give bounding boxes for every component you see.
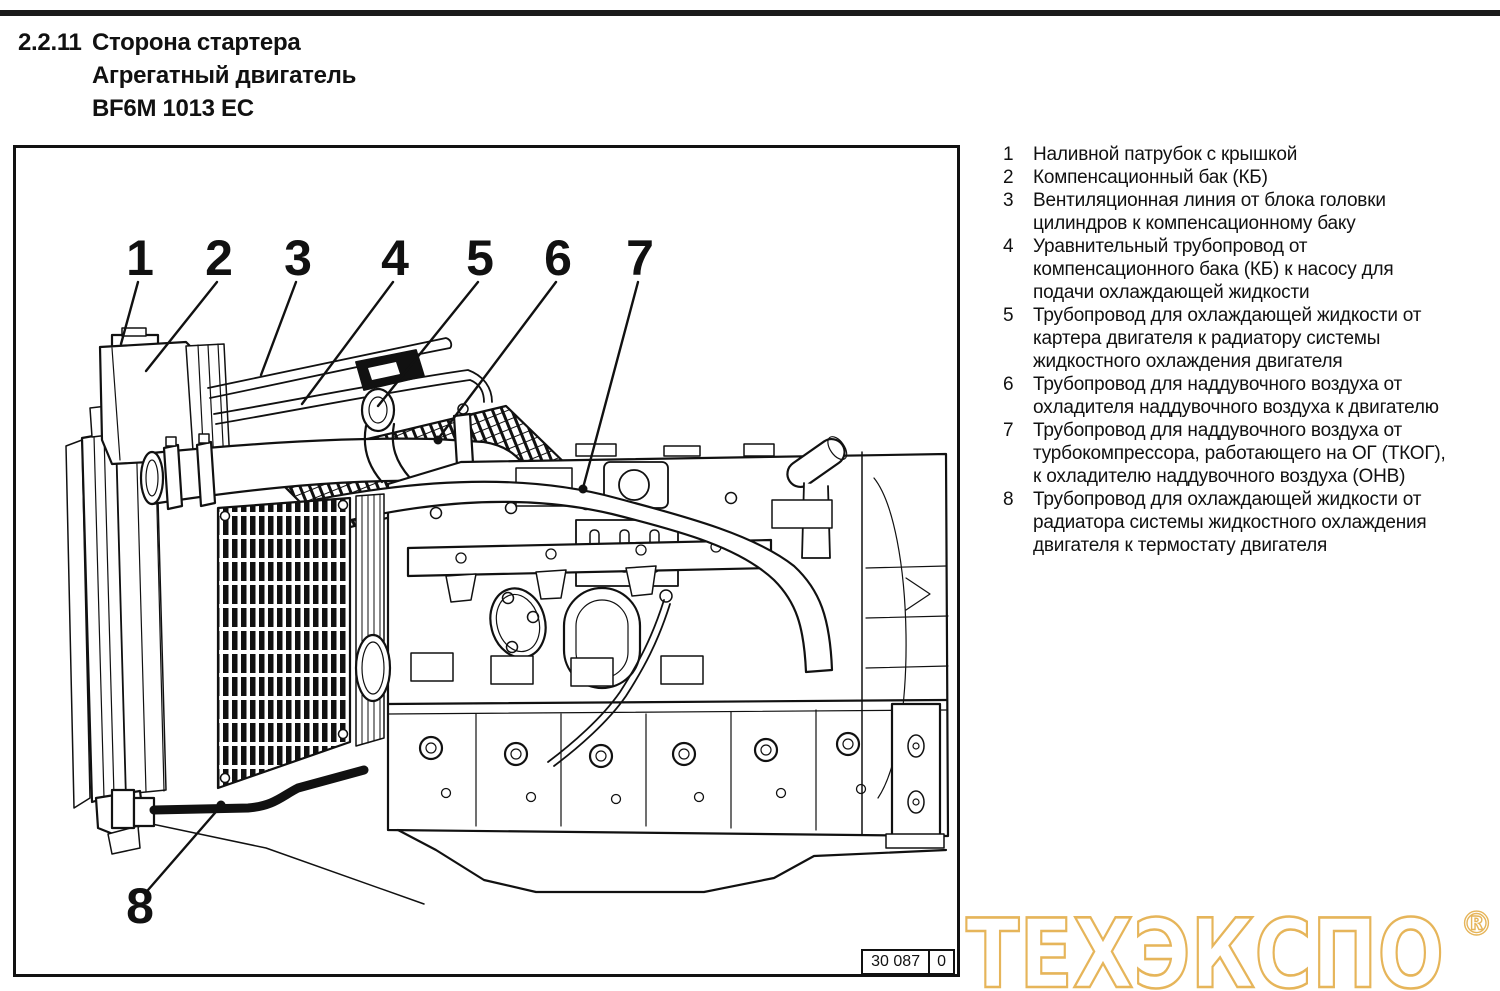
figure-number: 30 087 — [871, 953, 921, 970]
legend-item-text: Трубопровод для охлаждающей жидкости от … — [1033, 305, 1422, 372]
legend-item-4: 4 Уравнительный трубопровод от компенсац… — [1003, 235, 1495, 304]
legend-item-text: Трубопровод для охлаждающей жидкости от … — [1033, 489, 1427, 556]
legend-item-6: 6 Трубопровод для наддувочного воздуха о… — [1003, 373, 1495, 419]
callout-label-8: 8 — [126, 878, 154, 934]
legend-item-number: 4 — [1003, 236, 1014, 257]
legend-item-number: 8 — [1003, 489, 1014, 510]
engine-diagram: 1 2 3 4 5 6 7 8 — [65, 230, 950, 934]
coolant-elbow-pipe — [360, 387, 412, 484]
top-rule — [0, 10, 1500, 16]
callout-label-2: 2 — [205, 230, 233, 286]
oil-pan — [113, 815, 948, 905]
heading-indent — [18, 92, 92, 125]
legend-item-text: Трубопровод для наддувочного воздуха от … — [1033, 374, 1439, 418]
legend-item-5: 5 Трубопровод для охлаждающей жидкости о… — [1003, 304, 1495, 373]
figure-revision: 0 — [928, 951, 953, 973]
legend-item-3: 3 Вентиляционная линия от блока головки … — [1003, 189, 1495, 235]
engine-model: BF6M 1013 EC — [92, 95, 254, 122]
leader-dots — [216, 435, 588, 810]
figure-number-box: 30 087 0 — [861, 949, 955, 975]
section-title: Сторона стартера — [92, 29, 301, 56]
section-subtitle: Агрегатный двигатель — [92, 62, 357, 89]
legend-list: 1 Наливной патрубок с крышкой 2 Компенса… — [1003, 143, 1495, 557]
callout-leaders — [119, 280, 640, 892]
legend-item-text: Уравнительный трубопровод от компенсацио… — [1033, 236, 1394, 303]
legend-item-number: 7 — [1003, 420, 1014, 441]
callout-label-4: 4 — [381, 230, 409, 286]
legend-item-number: 6 — [1003, 374, 1014, 395]
legend-item-8: 8 Трубопровод для охлаждающей жидкости о… — [1003, 488, 1495, 557]
legend-item-7: 7 Трубопровод для наддувочного воздуха о… — [1003, 419, 1495, 488]
callout-label-5: 5 — [466, 230, 494, 286]
vent-and-equalizing-pipes — [207, 337, 493, 425]
section-number: 2.2.11 — [18, 29, 82, 56]
section-heading: 2.2.11 Сторона стартера Агрегатный двига… — [18, 26, 356, 125]
callout-label-6: 6 — [544, 230, 572, 286]
heading-indent — [18, 59, 92, 92]
legend-item-text: Вентиляционная линия от блока головки ци… — [1033, 190, 1386, 234]
flywheel-housing — [771, 436, 949, 849]
legend-item-number: 5 — [1003, 305, 1014, 326]
legend-item-number: 1 — [1003, 144, 1014, 165]
radiator-core-edge — [354, 493, 392, 747]
legend-item-text: Наливной патрубок с крышкой — [1033, 144, 1298, 165]
fan-guard-grille — [216, 496, 352, 790]
legend-item-1: 1 Наливной патрубок с крышкой — [1003, 143, 1495, 166]
legend-item-2: 2 Компенсационный бак (КБ) — [1003, 166, 1495, 189]
legend-item-text: Трубопровод для наддувочного воздуха от … — [1033, 420, 1446, 487]
legend-item-text: Компенсационный бак (КБ) — [1033, 167, 1268, 188]
callout-label-7: 7 — [626, 230, 654, 286]
figure-frame: 1 2 3 4 5 6 7 8 30 087 0 — [13, 145, 960, 977]
lower-coolant-pipe — [110, 765, 369, 830]
callout-label-3: 3 — [284, 230, 312, 286]
watermark-text: ТЕХЭКСПО — [966, 900, 1444, 991]
callout-label-1: 1 — [126, 230, 154, 286]
legend-item-number: 3 — [1003, 190, 1014, 211]
legend-item-number: 2 — [1003, 167, 1014, 188]
techexpo-watermark: ТЕХЭКСПО ® — [965, 899, 1494, 991]
registered-trademark-icon: ® — [1460, 904, 1493, 943]
